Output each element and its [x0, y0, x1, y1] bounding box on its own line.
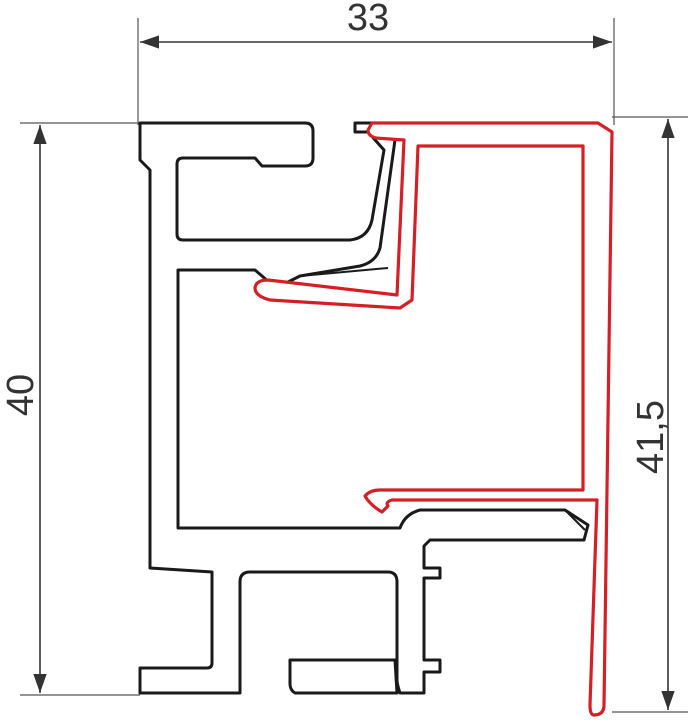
- dimension-lines: [33, 35, 675, 710]
- detail-line-upper: [299, 267, 389, 277]
- base-aluminium-profile: [138, 121, 590, 695]
- right-height-dimension-label: 41,5: [630, 400, 672, 474]
- left-height-dimension-label: 40: [0, 374, 42, 416]
- base-profile-detail-lines: [299, 267, 586, 531]
- base-profile-lower-slot: [288, 658, 399, 695]
- red-insert-profile: [253, 121, 614, 717]
- width-dimension-label: 33: [347, 0, 389, 39]
- detail-line-lower: [564, 509, 586, 531]
- extension-lines: [20, 18, 688, 713]
